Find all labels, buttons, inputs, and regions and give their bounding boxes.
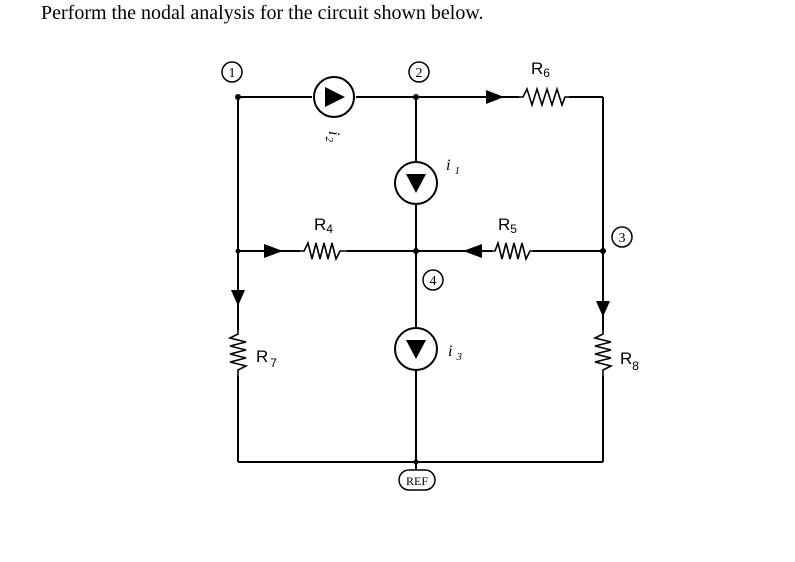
resistor-r8 <box>592 330 614 376</box>
label-r6: R6 <box>531 59 550 80</box>
arrow-down-icon <box>406 340 426 359</box>
arrow-left-icon <box>463 244 482 258</box>
arrow-down-icon <box>596 301 610 317</box>
arrow-right-icon <box>264 244 283 258</box>
node-1-text: 1 <box>229 66 236 81</box>
junction-bottom <box>413 459 419 465</box>
node-2-text: 2 <box>416 66 423 81</box>
node-label-4: 4 <box>422 269 444 291</box>
node-4-text: 4 <box>430 274 437 289</box>
problem-statement: Perform the nodal analysis for the circu… <box>41 2 484 24</box>
label-r5: R5 <box>498 215 517 236</box>
arrow-right-icon <box>325 87 345 107</box>
junction-node3 <box>600 248 606 254</box>
resistor-r5 <box>492 240 533 262</box>
resistor-r4 <box>300 240 347 262</box>
label-r8: R8 <box>620 349 639 373</box>
label-r8-sub: 8 <box>632 359 639 373</box>
node-label-3: 3 <box>611 226 633 248</box>
label-r7-main: R <box>256 347 268 366</box>
label-r6-main: R <box>531 59 543 78</box>
label-i1-main: i <box>446 157 450 174</box>
label-r4-sub: 4 <box>326 222 333 236</box>
current-source-i2 <box>313 76 355 118</box>
junctions <box>235 94 606 465</box>
node-ref-text: REF <box>406 474 428 488</box>
resistor-r6 <box>519 86 569 108</box>
label-i2-sub: 2 <box>323 136 335 142</box>
node-label-ref: REF <box>398 469 436 491</box>
label-i2-main: i <box>325 131 342 135</box>
label-i1-sub: 1 <box>454 165 460 177</box>
node-label-2: 2 <box>408 61 430 83</box>
node-3-text: 3 <box>619 231 626 246</box>
label-r5-main: R <box>498 215 510 234</box>
label-i3-main: i <box>448 343 452 360</box>
node-label-1: 1 <box>221 61 243 83</box>
label-r6-sub: 6 <box>543 66 550 80</box>
junction-node2 <box>413 94 419 100</box>
arrow-down-icon <box>231 290 245 306</box>
junction-node1 <box>235 94 241 100</box>
junction-left <box>235 248 241 254</box>
label-r4: R4 <box>314 215 333 236</box>
arrow-down-icon <box>406 174 426 193</box>
label-i3-sub: 3 <box>455 351 462 363</box>
junction-node4 <box>413 248 419 254</box>
current-source-i3 <box>394 327 438 371</box>
label-r7-sub: 7 <box>270 356 277 370</box>
current-source-i1 <box>394 161 438 205</box>
label-r4-main: R <box>314 215 326 234</box>
arrow-right-icon <box>486 90 504 104</box>
label-r5-sub: 5 <box>510 222 517 236</box>
resistor-r7 <box>227 330 249 376</box>
label-r8-main: R <box>620 349 632 368</box>
label-i2: i2 <box>323 131 342 142</box>
svg-text:i2: i2 <box>323 131 342 142</box>
wires <box>237 96 604 470</box>
